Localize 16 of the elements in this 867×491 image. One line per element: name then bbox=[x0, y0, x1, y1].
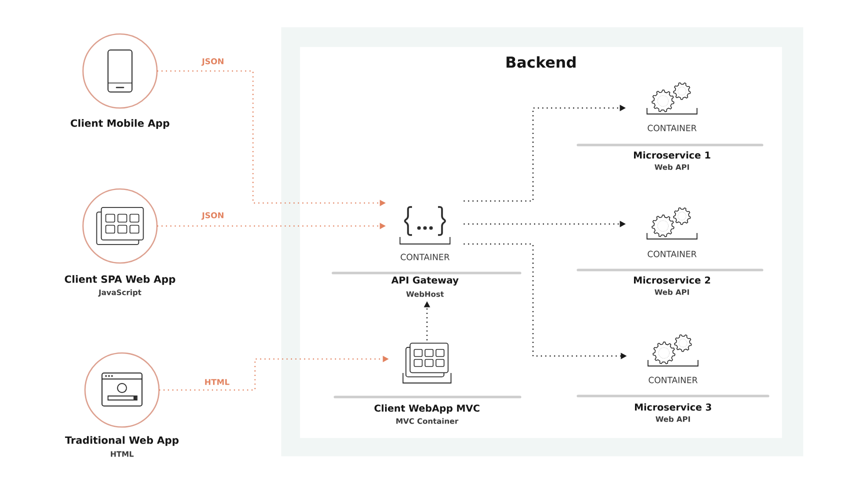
node-title: API Gateway bbox=[391, 276, 459, 286]
node-title: Client SPA Web App bbox=[64, 275, 176, 285]
container-label: CONTAINER bbox=[648, 250, 696, 258]
node-title: Microservice 3 bbox=[635, 403, 712, 411]
edge-label: JSON bbox=[200, 57, 226, 67]
container-label: CONTAINER bbox=[648, 376, 698, 384]
edge-label: HTML bbox=[203, 378, 231, 386]
node-title: Traditional Web App bbox=[65, 436, 179, 446]
container-label: CONTAINER bbox=[648, 124, 696, 132]
node-title: Client Mobile App bbox=[70, 119, 170, 129]
node-title: Microservice 2 bbox=[634, 276, 710, 284]
node-title: Client WebApp MVC bbox=[374, 404, 480, 414]
node-title: Microservice 1 bbox=[634, 151, 710, 159]
panel-title: Backend bbox=[506, 56, 576, 68]
container-label: CONTAINER bbox=[400, 254, 450, 260]
edge-label: JSON bbox=[200, 211, 226, 221]
